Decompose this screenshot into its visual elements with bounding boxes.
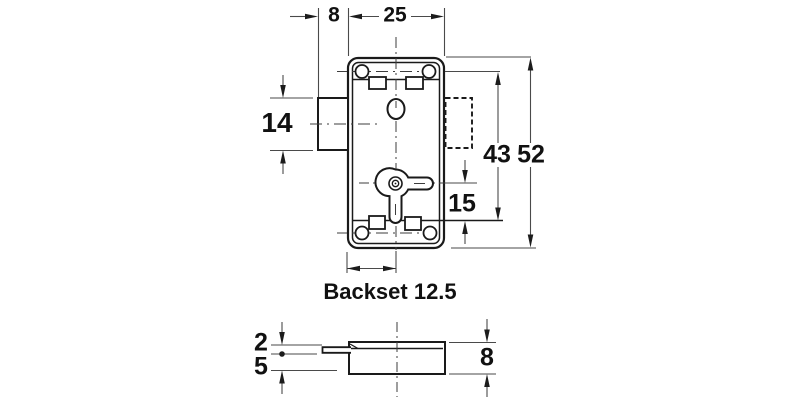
side-tongue	[321, 346, 351, 354]
cylinder-core-ring	[388, 176, 403, 191]
side-tongue-fill	[322, 347, 351, 353]
arrow-8side-up	[484, 374, 490, 387]
side-view	[321, 322, 446, 397]
arrow-8-right	[305, 13, 318, 20]
dimension-dot-terminator	[279, 351, 285, 357]
dim-label-tongue-thickness: 2	[254, 328, 268, 357]
dim-label-cylinder-to-screw: 15	[448, 189, 476, 218]
front-view	[310, 37, 503, 250]
side-body-edge-chamfer	[349, 343, 359, 350]
tab-bottom-right	[404, 216, 422, 231]
side-view-dimensions	[271, 319, 496, 397]
screw-hole-bottom-right	[422, 225, 438, 241]
cylinder-detail-dashes	[395, 183, 425, 215]
cylinder-core-inner-ring	[391, 179, 400, 188]
arrow-43-up	[495, 72, 501, 85]
dim-label-screw-spacing: 43	[483, 140, 511, 169]
arrow-15-up	[462, 221, 468, 234]
dim-label-body-width: 25	[383, 3, 407, 27]
tab-top-left	[368, 76, 387, 90]
cylinder-core-center-dot	[394, 182, 397, 185]
arrowheads	[280, 13, 534, 272]
arrow-14-down	[280, 85, 286, 98]
dim-label-bolt-height: 14	[261, 107, 293, 138]
dim-label-body-depth: 8	[480, 343, 494, 372]
arrow-8side-down	[484, 329, 490, 343]
tab-top-right	[405, 76, 424, 90]
arrow-52-up	[527, 57, 534, 71]
screw-hole-top-left	[354, 64, 370, 79]
screw-holes	[354, 64, 438, 241]
side-arrowheads	[279, 329, 490, 387]
arrow-backset-right	[383, 265, 396, 272]
arrow-backset-left	[347, 265, 360, 272]
arrow-14-up	[280, 150, 286, 164]
arrow-15-down	[462, 170, 468, 183]
screw-hole-bottom-left	[354, 225, 370, 241]
arrow-52-down	[527, 234, 534, 248]
backset-label: Backset 12.5	[323, 279, 457, 304]
spindle-hole	[386, 98, 406, 120]
mounting-tabs	[368, 76, 424, 231]
arrow-25-right	[431, 13, 444, 20]
front-view-dimensions	[270, 8, 536, 273]
dim-label-tongue-position: 5	[254, 352, 268, 381]
arrow-5-up	[279, 370, 285, 384]
dim-label-bolt-protrusion: 8	[328, 3, 340, 27]
tab-bottom-left	[368, 215, 386, 230]
arrow-25-left	[349, 13, 362, 20]
strike-plate-dashed-outline	[444, 97, 473, 149]
screw-hole-top-right	[421, 64, 437, 79]
arrow-2-down	[279, 332, 285, 345]
dim-label-body-height: 52	[517, 140, 545, 169]
arrow-43-down	[495, 207, 501, 221]
